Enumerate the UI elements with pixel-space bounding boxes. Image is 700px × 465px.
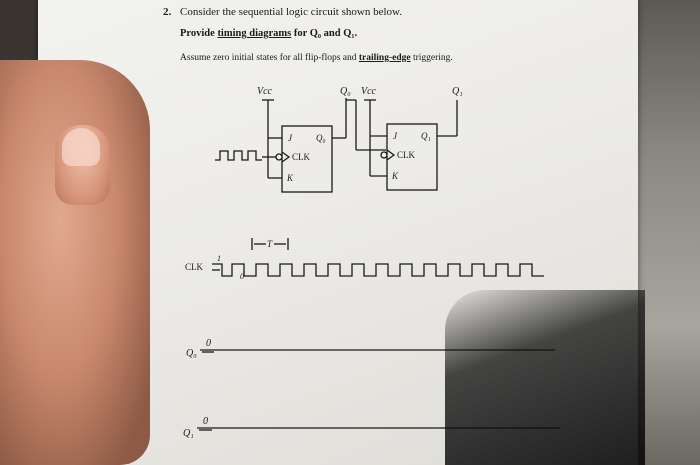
phone-shadow xyxy=(445,290,645,465)
ff0-j-label: J xyxy=(288,133,293,143)
question-line-1: Consider the sequential logic circuit sh… xyxy=(180,6,402,18)
q1-axis-label: Q₁ xyxy=(183,428,194,439)
q1-initial-value: 0 xyxy=(203,416,208,427)
clk-timing-waveform xyxy=(212,263,544,277)
q1-top-label: Q₁ xyxy=(452,86,463,97)
ff1-j-label: J xyxy=(393,131,398,141)
input-clock-waveform xyxy=(215,150,262,161)
line2-underlined: timing diagrams xyxy=(217,28,292,39)
q0-initial-value: 0 xyxy=(206,338,211,349)
question-line-3: Assume zero initial states for all flip-… xyxy=(180,53,453,63)
clk-mark-1: 1 xyxy=(217,254,221,263)
period-label: T xyxy=(267,239,273,249)
thumbnail xyxy=(62,128,100,166)
vcc-left-label: Vcc xyxy=(257,86,273,97)
question-line-2: Provide timing diagrams for Q₀ and Q₁. xyxy=(180,28,357,39)
line2-prefix: Provide xyxy=(180,28,218,39)
ff1-k-label: K xyxy=(391,171,399,181)
clk-mark-0: 0 xyxy=(240,272,244,281)
line2-suffix: for Q₀ and Q₁. xyxy=(291,28,358,39)
ff1-q-label: Q₁ xyxy=(421,131,431,141)
ff0-clk-label: CLK xyxy=(292,152,311,162)
line3-prefix: Assume zero initial states for all flip-… xyxy=(180,53,359,63)
vcc-right-label: Vcc xyxy=(361,86,377,97)
line3-suffix: triggering. xyxy=(410,53,453,63)
question-number: 2. xyxy=(163,6,172,18)
q0-top-label: Q₀ xyxy=(340,86,351,97)
hand xyxy=(0,60,150,465)
line3-underlined: trailing-edge xyxy=(358,53,411,63)
clk-axis-label: CLK xyxy=(185,262,204,272)
ff1-clk-label: CLK xyxy=(397,150,416,160)
ff0-q-label: Q₀ xyxy=(316,133,326,143)
q0-axis-label: Q₀ xyxy=(186,348,197,359)
ff0-k-label: K xyxy=(286,173,294,183)
